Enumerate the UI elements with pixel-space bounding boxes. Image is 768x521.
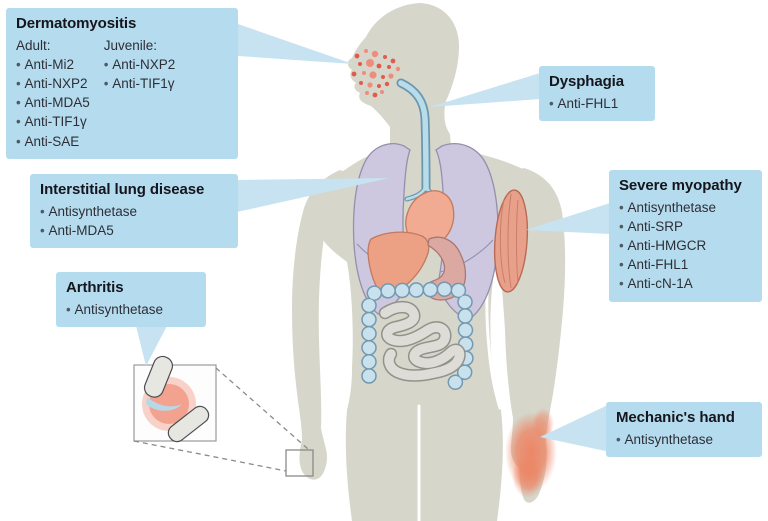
antibody-item: Anti-MDA5: [16, 93, 89, 112]
antibody-item: Anti-Mi2: [16, 55, 90, 74]
callout-title: Arthritis: [66, 279, 124, 296]
pointer-dysphagia: [430, 73, 540, 107]
antibody-item: Antisynthetase: [616, 430, 752, 449]
adult-group: Adult: Anti-Mi2 Anti-NXP2 Anti-MDA5 Anti…: [16, 36, 90, 151]
pointer-arthritis: [135, 322, 169, 366]
callout-title: Mechanic's hand: [616, 409, 735, 426]
callout-interstitial-lung-disease: Interstitial lung disease Antisynthetase…: [30, 174, 238, 249]
antibody-item: Antisynthetase: [40, 202, 228, 221]
pointer-severe-myopathy: [526, 203, 610, 234]
juvenile-group: Juvenile: Anti-NXP2 Anti-TIF1γ: [104, 36, 176, 151]
callout-arthritis: Arthritis Antisynthetase: [56, 272, 206, 327]
antibody-item: Anti-NXP2: [104, 55, 175, 74]
antibody-item: Anti-SRP: [619, 217, 752, 236]
dashed-connector-bottom: [133, 440, 287, 472]
colon-illustration: [361, 281, 474, 392]
esophagus-tube: [396, 78, 448, 202]
face-rash-dots: [351, 49, 401, 98]
antibody-item: Anti-HMGCR: [619, 236, 752, 255]
left-arm-torso-gap: [319, 248, 330, 414]
dashed-connector-top: [215, 367, 309, 450]
arm-muscle-illustration: [493, 189, 529, 293]
antibody-item: Anti-NXP2: [16, 74, 90, 93]
antibody-item: Anti-FHL1: [549, 94, 645, 113]
pointer-interstitial-lung-disease: [237, 178, 389, 212]
wrist-focus-rect: [285, 449, 314, 477]
group-label: Juvenile:: [103, 37, 158, 53]
liver-illustration: [367, 231, 430, 298]
antibody-item: Anti-TIF1γ: [104, 74, 176, 93]
antibody-item: Anti-MDA5: [40, 221, 228, 240]
antibody-item: Antisynthetase: [619, 198, 752, 217]
callout-title: Severe myopathy: [619, 177, 742, 194]
joint-inset: [133, 355, 217, 443]
callout-dysphagia: Dysphagia Anti-FHL1: [539, 66, 655, 121]
left-arm: [292, 170, 350, 480]
group-label: Adult:: [16, 37, 51, 53]
antibody-item: Anti-FHL1: [619, 255, 752, 274]
callout-mechanics-hand: Mechanic's hand Antisynthetase: [606, 402, 762, 457]
antibody-item: Anti-TIF1γ: [16, 112, 90, 131]
lower-bone: [167, 405, 210, 443]
callout-title: Dysphagia: [549, 73, 624, 90]
joint-space: [146, 397, 182, 411]
callout-dermatomyositis: Dermatomyositis Adult: Anti-Mi2 Anti-NXP…: [6, 8, 238, 159]
antibody-item: Anti-cN-1A: [619, 274, 752, 293]
callout-title: Interstitial lung disease: [40, 181, 205, 198]
upper-bone: [143, 355, 174, 398]
antibody-item: Antisynthetase: [66, 300, 196, 319]
small-intestine-illustration: [378, 300, 466, 382]
inset-connectors: [133, 367, 314, 477]
inflamed-hand-overlay: [505, 408, 557, 498]
antibody-item: Anti-SAE: [16, 132, 90, 151]
callout-title: Dermatomyositis: [16, 15, 137, 32]
pointer-dermatomyositis: [238, 24, 353, 64]
callout-pointers: [135, 24, 610, 452]
pointer-mechanics-hand: [540, 404, 610, 452]
callout-severe-myopathy: Severe myopathy Antisynthetase Anti-SRP …: [609, 170, 762, 302]
